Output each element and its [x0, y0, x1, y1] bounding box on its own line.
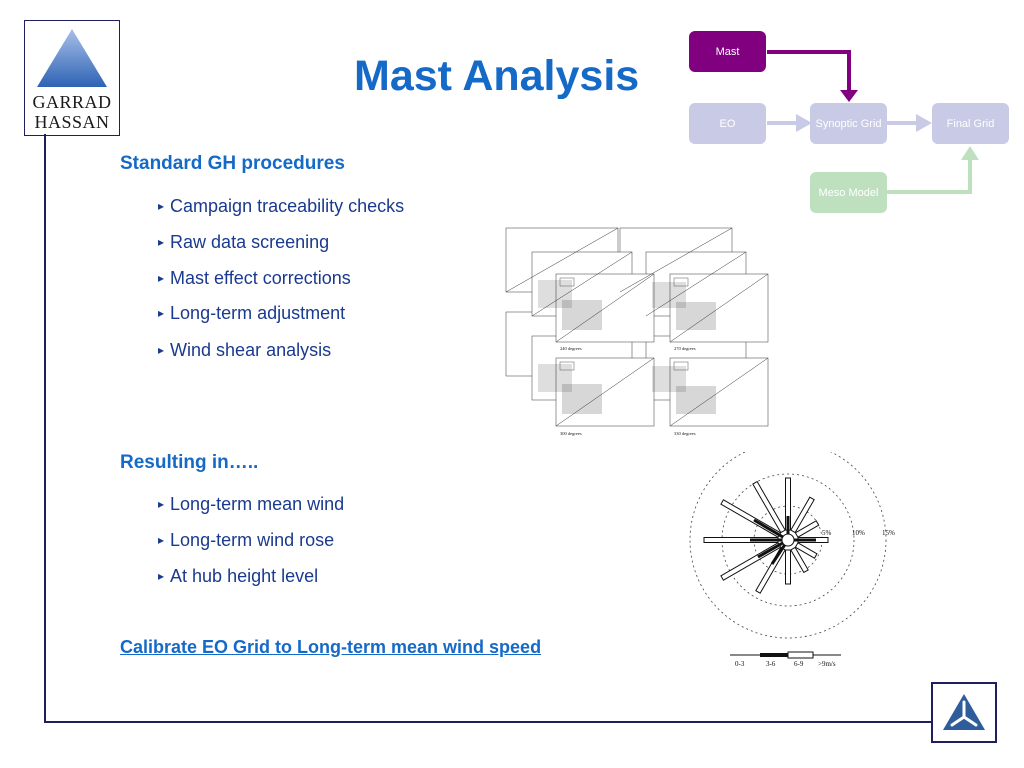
page-title: Mast Analysis [354, 52, 640, 100]
bullet-text: Campaign traceability checks [170, 196, 405, 216]
scatter-label: 270 degrees [674, 346, 696, 351]
ring-label: 5% [822, 529, 832, 537]
bullet-text: Long-term mean wind [170, 494, 345, 514]
scatter-label: 300 degrees [560, 431, 582, 436]
garrad-hassan-logo: GARRAD HASSAN [24, 20, 120, 136]
wind-rose-image: 5% 10% 15% 0-3 3-6 6-9 >9m/s [689, 452, 895, 668]
flow-box-final-grid: Final Grid [932, 103, 1009, 144]
logo-text-line1: GARRAD [32, 92, 112, 112]
triangle-bullet-icon: ▸ [158, 533, 165, 547]
flow-box-eo: EO [689, 103, 766, 144]
triangle-bullet-icon: ▸ [158, 306, 165, 320]
section-heading-procedures: Standard GH procedures [120, 153, 345, 174]
legend-label: 6-9 [794, 660, 804, 668]
triangle-bullet-icon: ▸ [158, 343, 165, 357]
triangle-bullet-icon: ▸ [158, 569, 165, 583]
bullet-item: ▸ Long-term adjustment [158, 303, 345, 324]
legend-label: 3-6 [766, 660, 776, 668]
scatter-label: 330 degrees [674, 431, 696, 436]
horizontal-frame-line [44, 721, 932, 723]
legend-label: 0-3 [735, 660, 745, 668]
bullet-text: Long-term adjustment [170, 303, 346, 323]
calibrate-link[interactable]: Calibrate EO Grid to Long-term mean wind… [120, 637, 542, 657]
bullet-item: ▸ At hub height level [158, 566, 318, 587]
ring-label: 10% [852, 529, 865, 537]
bullet-item: ▸ Wind shear analysis [158, 340, 331, 361]
bullet-item: ▸ Long-term wind rose [158, 530, 334, 551]
vertical-frame-line [44, 134, 46, 723]
flow-connectors [767, 50, 979, 194]
triangle-bullet-icon: ▸ [158, 271, 165, 285]
turbine-triangle-icon [943, 694, 985, 730]
bullet-text: Raw data screening [170, 232, 330, 252]
section-heading-results: Resulting in….. [120, 452, 259, 473]
bullet-text: Wind shear analysis [170, 340, 332, 360]
ring-label: 15% [882, 529, 895, 537]
bullet-text: At hub height level [170, 566, 319, 586]
logo-text-line2: HASSAN [34, 112, 110, 132]
bullet-text: Mast effect corrections [170, 268, 351, 288]
flow-box-meso-model: Meso Model [810, 172, 887, 213]
bullet-item: ▸ Mast effect corrections [158, 268, 351, 289]
scatter-label: 240 degrees [560, 346, 582, 351]
logo-triangle-icon [37, 29, 107, 87]
corner-emblem [931, 682, 997, 743]
triangle-bullet-icon: ▸ [158, 199, 165, 213]
bullet-item: ▸ Campaign traceability checks [158, 196, 404, 217]
flow-box-mast: Mast [689, 31, 766, 72]
flow-box-synoptic-grid: Synoptic Grid [810, 103, 887, 144]
legend-label: >9m/s [818, 660, 836, 668]
triangle-bullet-icon: ▸ [158, 235, 165, 249]
scatter-plots-image: 240 degrees 270 degrees 300 degrees 330 … [505, 227, 769, 436]
triangle-bullet-icon: ▸ [158, 497, 165, 511]
bullet-text: Long-term wind rose [170, 530, 335, 550]
bullet-item: ▸ Long-term mean wind [158, 494, 344, 515]
bullet-item: ▸ Raw data screening [158, 232, 329, 253]
